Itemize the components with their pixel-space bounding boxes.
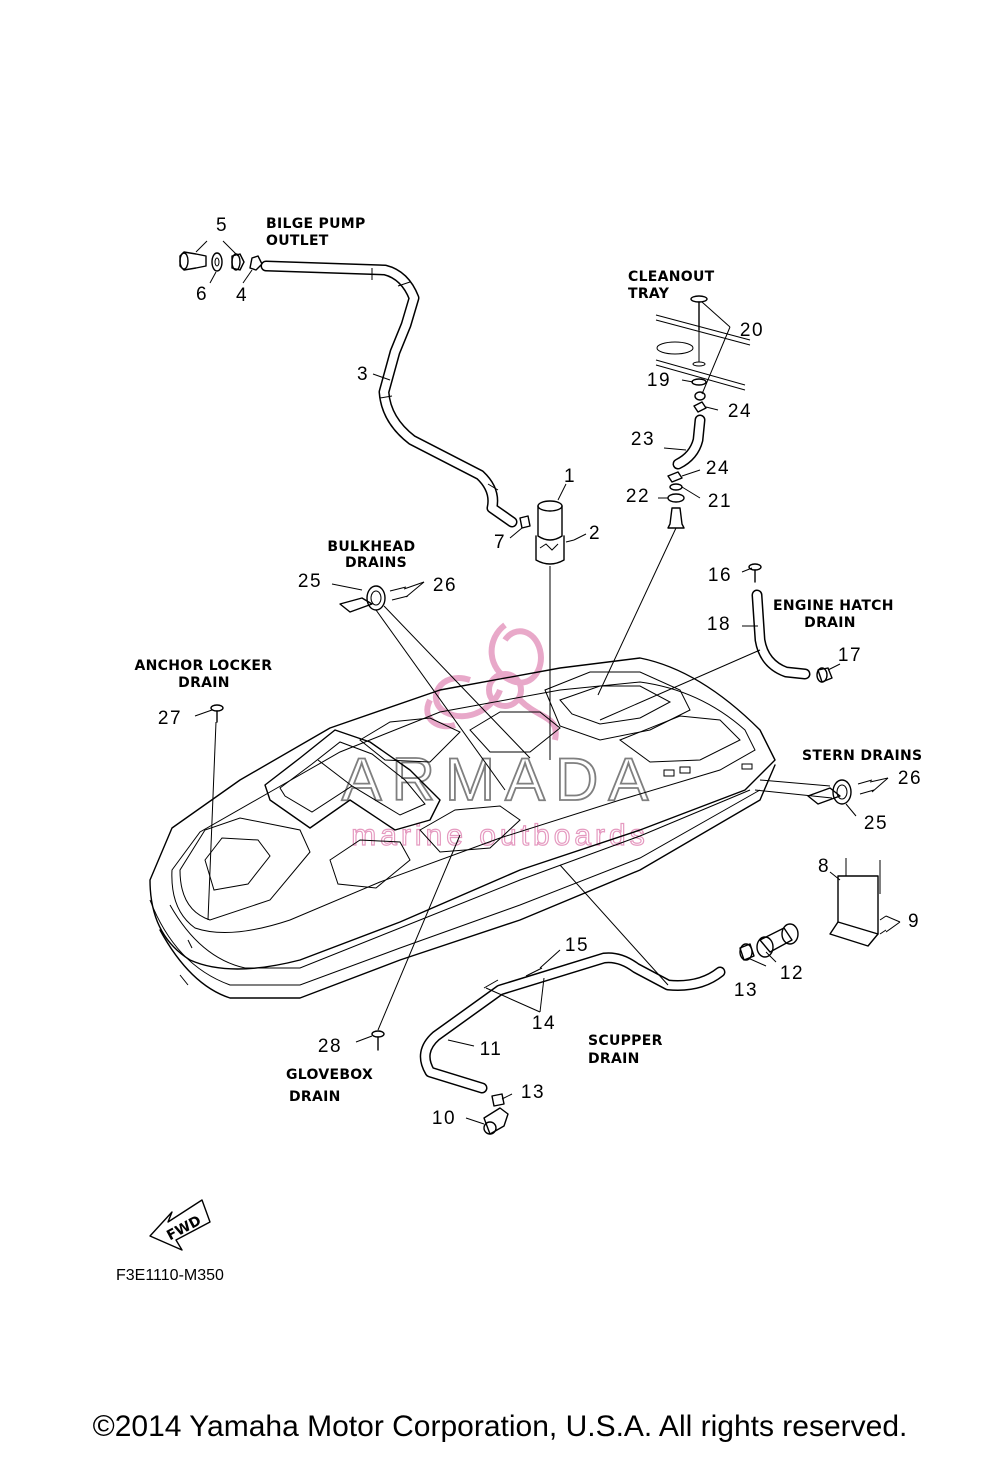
part-number-p22: 22 (626, 486, 650, 507)
callout-glovebox-drain: GLOVEBOX DRAIN (286, 1067, 378, 1105)
anchor-locker-drain (194, 704, 224, 921)
part-number-p1: 1 (564, 466, 576, 487)
part-number-p27: 27 (158, 708, 182, 729)
bulkhead-drain (331, 581, 531, 791)
part-number-p15: 15 (565, 935, 589, 956)
part-number-p18: 18 (707, 614, 731, 635)
part-number-p13b: 13 (521, 1082, 545, 1103)
part-number-p11: 11 (480, 1039, 503, 1060)
callout-scupper-drain: SCUPPER DRAIN (588, 1033, 668, 1067)
copyright-notice: ©2014 Yamaha Motor Corporation, U.S.A. A… (92, 1410, 908, 1443)
part-number-p3: 3 (357, 364, 369, 385)
callout-cleanout-tray: CLEANOUT TRAY (628, 269, 720, 302)
callout-bilge-pump-outlet: BILGE PUMP OUTLET (266, 216, 371, 249)
cleanout-tray (597, 295, 751, 696)
part-number-p26b: 26 (898, 768, 922, 789)
engine-hatch-drain (599, 563, 841, 721)
watermark-tagline: marine outboards (351, 819, 648, 852)
stern-drain (754, 777, 889, 817)
boat-hull (149, 657, 776, 999)
watermark-brand: ARMADA (342, 746, 659, 813)
callout-anchor-locker-drain: ANCHOR LOCKER DRAIN (135, 658, 278, 691)
part-number-p24b: 24 (706, 458, 730, 479)
bilge-pump (535, 483, 587, 760)
part-number-p13a: 13 (734, 980, 758, 1001)
part-number-p25a: 25 (298, 571, 322, 592)
part-number-p20: 20 (740, 320, 764, 341)
part-number-p5: 5 (216, 215, 228, 236)
part-number-p21: 21 (708, 491, 732, 512)
callout-bulkhead-drains: BULKHEAD DRAINS (327, 539, 420, 571)
callout-engine-hatch-drain: ENGINE HATCH DRAIN (773, 598, 899, 631)
part-number-p2: 2 (589, 523, 601, 544)
glovebox-drain (355, 834, 461, 1051)
part-number-p10: 10 (432, 1108, 456, 1129)
part-number-p25b: 25 (864, 813, 888, 834)
part-number-p9: 9 (908, 911, 920, 932)
part-number-p8: 8 (818, 856, 830, 877)
callout-labels: BILGE PUMP OUTLET CLEANOUT TRAY BULKHEAD… (135, 216, 923, 1105)
watermark-logo (424, 622, 559, 741)
diagram-code: F3E1110-M350 (116, 1267, 224, 1284)
scupper-drain (419, 864, 799, 1135)
part-number-p4: 4 (236, 285, 248, 306)
part-number-p7: 7 (494, 532, 506, 553)
part-number-p12: 12 (780, 963, 804, 984)
part-number-p19: 19 (647, 370, 671, 391)
watermark: ARMADA marine outboards (341, 622, 659, 853)
part-number-p6: 6 (196, 284, 208, 305)
part-number-p23: 23 (631, 429, 655, 450)
part-number-p24a: 24 (728, 401, 752, 422)
part-number-p16: 16 (708, 565, 732, 586)
fwd-arrow-icon: FWD (149, 1199, 211, 1251)
part-number-p26a: 26 (433, 575, 457, 596)
bilge-pump-fitting (179, 240, 263, 284)
bilge-pump-hose (260, 260, 531, 539)
part-number-p14: 14 (532, 1013, 556, 1034)
callout-stern-drains: STERN DRAINS (802, 748, 922, 764)
part-number-p28: 28 (318, 1036, 342, 1057)
bracket (829, 858, 901, 947)
part-number-p17: 17 (838, 645, 862, 666)
